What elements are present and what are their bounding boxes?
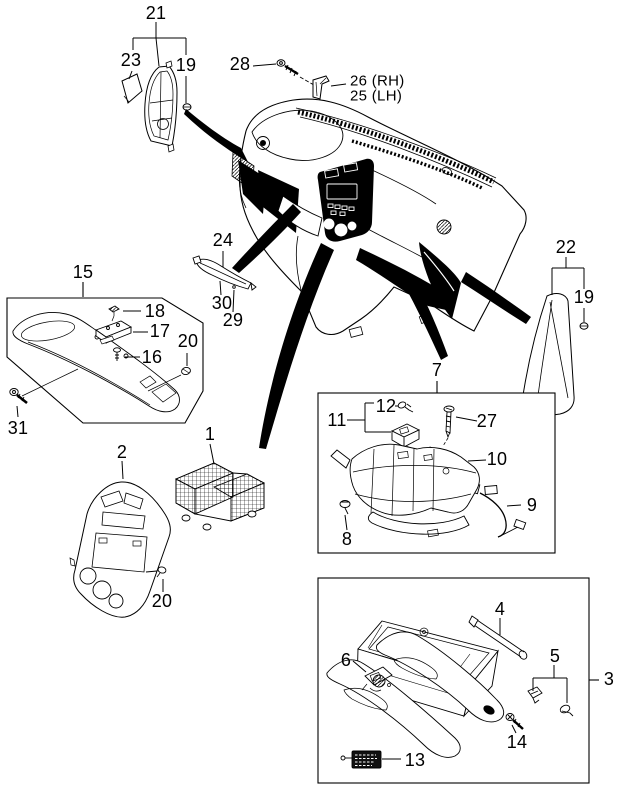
callout-19-left: 19 [175, 55, 197, 75]
striker-parts-5 [527, 686, 574, 717]
callout-5: 5 [549, 646, 561, 666]
screw-16 [113, 347, 121, 361]
pillar-bracket-25-26 [312, 75, 347, 100]
center-stack-details [323, 162, 359, 237]
heater-duct-1 [174, 443, 266, 531]
callout-24: 24 [212, 230, 234, 250]
callout-17: 17 [149, 321, 171, 341]
callout-14: 14 [506, 732, 528, 752]
callout-4: 4 [494, 599, 506, 619]
bulb-12 [397, 401, 414, 413]
callout-15: 15 [72, 262, 94, 282]
callout-21: 21 [145, 3, 167, 23]
screw-14 [505, 713, 524, 730]
callout-18: 18 [144, 301, 166, 321]
clip-8 [339, 500, 351, 515]
screw-27 [442, 405, 455, 447]
bolt-31 [9, 388, 28, 405]
pointer-arrows [184, 109, 531, 449]
center-facia-panel-2 [69, 460, 171, 618]
bracket-17 [95, 320, 133, 345]
callout-7: 7 [431, 360, 443, 380]
lower-panel-group-box-7 [317, 381, 556, 554]
mounting-bolt-28 [252, 59, 315, 86]
callout-28: 28 [229, 54, 251, 74]
callout-11: 11 [327, 410, 347, 430]
caution-label-13 [340, 750, 382, 769]
callout-16: 16 [141, 347, 163, 367]
callout-20-cluster: 20 [177, 331, 199, 351]
callout-23: 23 [120, 50, 142, 70]
callout-3: 3 [603, 669, 615, 689]
callout-26-rh: 26 (RH) [350, 72, 405, 90]
latch-6 [361, 666, 393, 692]
garnish-strip-24 [192, 251, 257, 313]
cluster-facia-garnish [12, 312, 180, 413]
callout-29: 29 [222, 310, 244, 330]
glove-box-door-lower [326, 659, 461, 758]
cluster-facia-group-box [6, 282, 204, 424]
callout-8: 8 [341, 529, 353, 549]
callout-22: 22 [555, 237, 577, 257]
clip-20-center [145, 566, 167, 592]
callout-30: 30 [211, 293, 233, 313]
callout-31: 31 [7, 418, 29, 438]
side-cover-panel-left [121, 22, 192, 153]
callout-27: 27 [476, 411, 498, 431]
stopper-rod-4 [468, 615, 528, 660]
callout-9: 9 [526, 495, 538, 515]
callout-10: 10 [486, 449, 508, 469]
callout-20-center: 20 [151, 591, 173, 611]
callout-1: 1 [204, 424, 216, 444]
dashboard-assembly [231, 98, 527, 338]
callout-12: 12 [375, 396, 397, 416]
callout-25-lh: 25 (LH) [350, 87, 403, 105]
clip-20-cluster [181, 366, 191, 376]
side-cover-panel-right [521, 257, 589, 418]
callout-13: 13 [404, 750, 426, 770]
callout-19-right: 19 [573, 287, 595, 307]
glove-box-group-box-3 [317, 577, 599, 784]
callout-2: 2 [116, 442, 128, 462]
glove-box-door-upper [375, 631, 505, 723]
lower-panel-bracket [330, 443, 480, 538]
callout-6: 6 [340, 650, 352, 670]
clip-18 [108, 305, 120, 322]
